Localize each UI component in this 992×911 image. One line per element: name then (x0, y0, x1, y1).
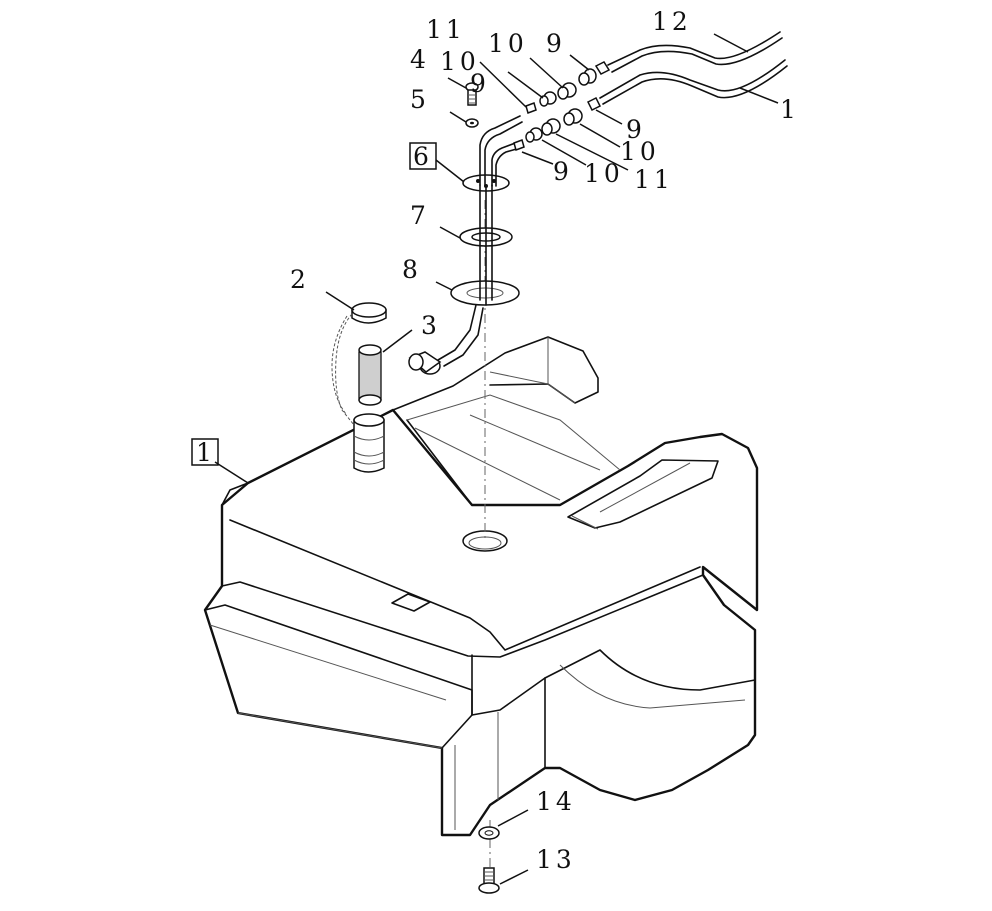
drain-plug-13 (478, 867, 500, 894)
label-13: 13 (536, 845, 576, 874)
label-9-d: 9 (553, 157, 573, 186)
label-10-c: 10 (620, 137, 660, 166)
bolt-4 (465, 82, 479, 106)
label-10-d: 10 (584, 159, 624, 188)
label-11-a: 11 (426, 15, 466, 44)
callout-box-6 (409, 142, 437, 170)
filler-strainer (358, 344, 382, 406)
label-8: 8 (402, 255, 422, 284)
label-6: 6 (413, 142, 433, 171)
label-10-b: 10 (488, 29, 528, 58)
label-14: 14 (536, 787, 576, 816)
label-11-b: 11 (634, 165, 674, 194)
label-1-line: 1 (780, 95, 800, 124)
hose-12 (607, 31, 783, 73)
label-3: 3 (421, 311, 441, 340)
fittings-lower (513, 96, 602, 151)
washer-5 (465, 118, 479, 128)
fuel-tank (203, 336, 759, 837)
label-2: 2 (290, 265, 310, 294)
sender-tubes (437, 115, 523, 367)
callout-box-1 (191, 438, 219, 466)
leader-lines (214, 33, 779, 885)
label-12: 12 (652, 7, 692, 36)
label-1-boxed: 1 (196, 438, 216, 467)
sender-plate-8 (450, 280, 520, 306)
hose-1 (599, 59, 788, 105)
label-4: 4 (410, 45, 430, 74)
label-9-c: 9 (626, 115, 646, 144)
label-9-b: 9 (546, 29, 566, 58)
label-7: 7 (410, 201, 430, 230)
drain-washer-14 (478, 826, 500, 840)
filler-cap (351, 302, 387, 324)
cap-chain (335, 313, 355, 426)
filler-neck (353, 413, 385, 473)
label-10-a: 10 (440, 47, 480, 76)
label-9-a: 9 (470, 69, 490, 98)
callout-labels: 1 1 2 3 4 5 6 7 8 9 9 9 9 10 10 10 10 11… (196, 7, 800, 874)
fittings-upper (525, 61, 611, 114)
float-bulb (408, 351, 442, 375)
label-5: 5 (410, 85, 430, 114)
